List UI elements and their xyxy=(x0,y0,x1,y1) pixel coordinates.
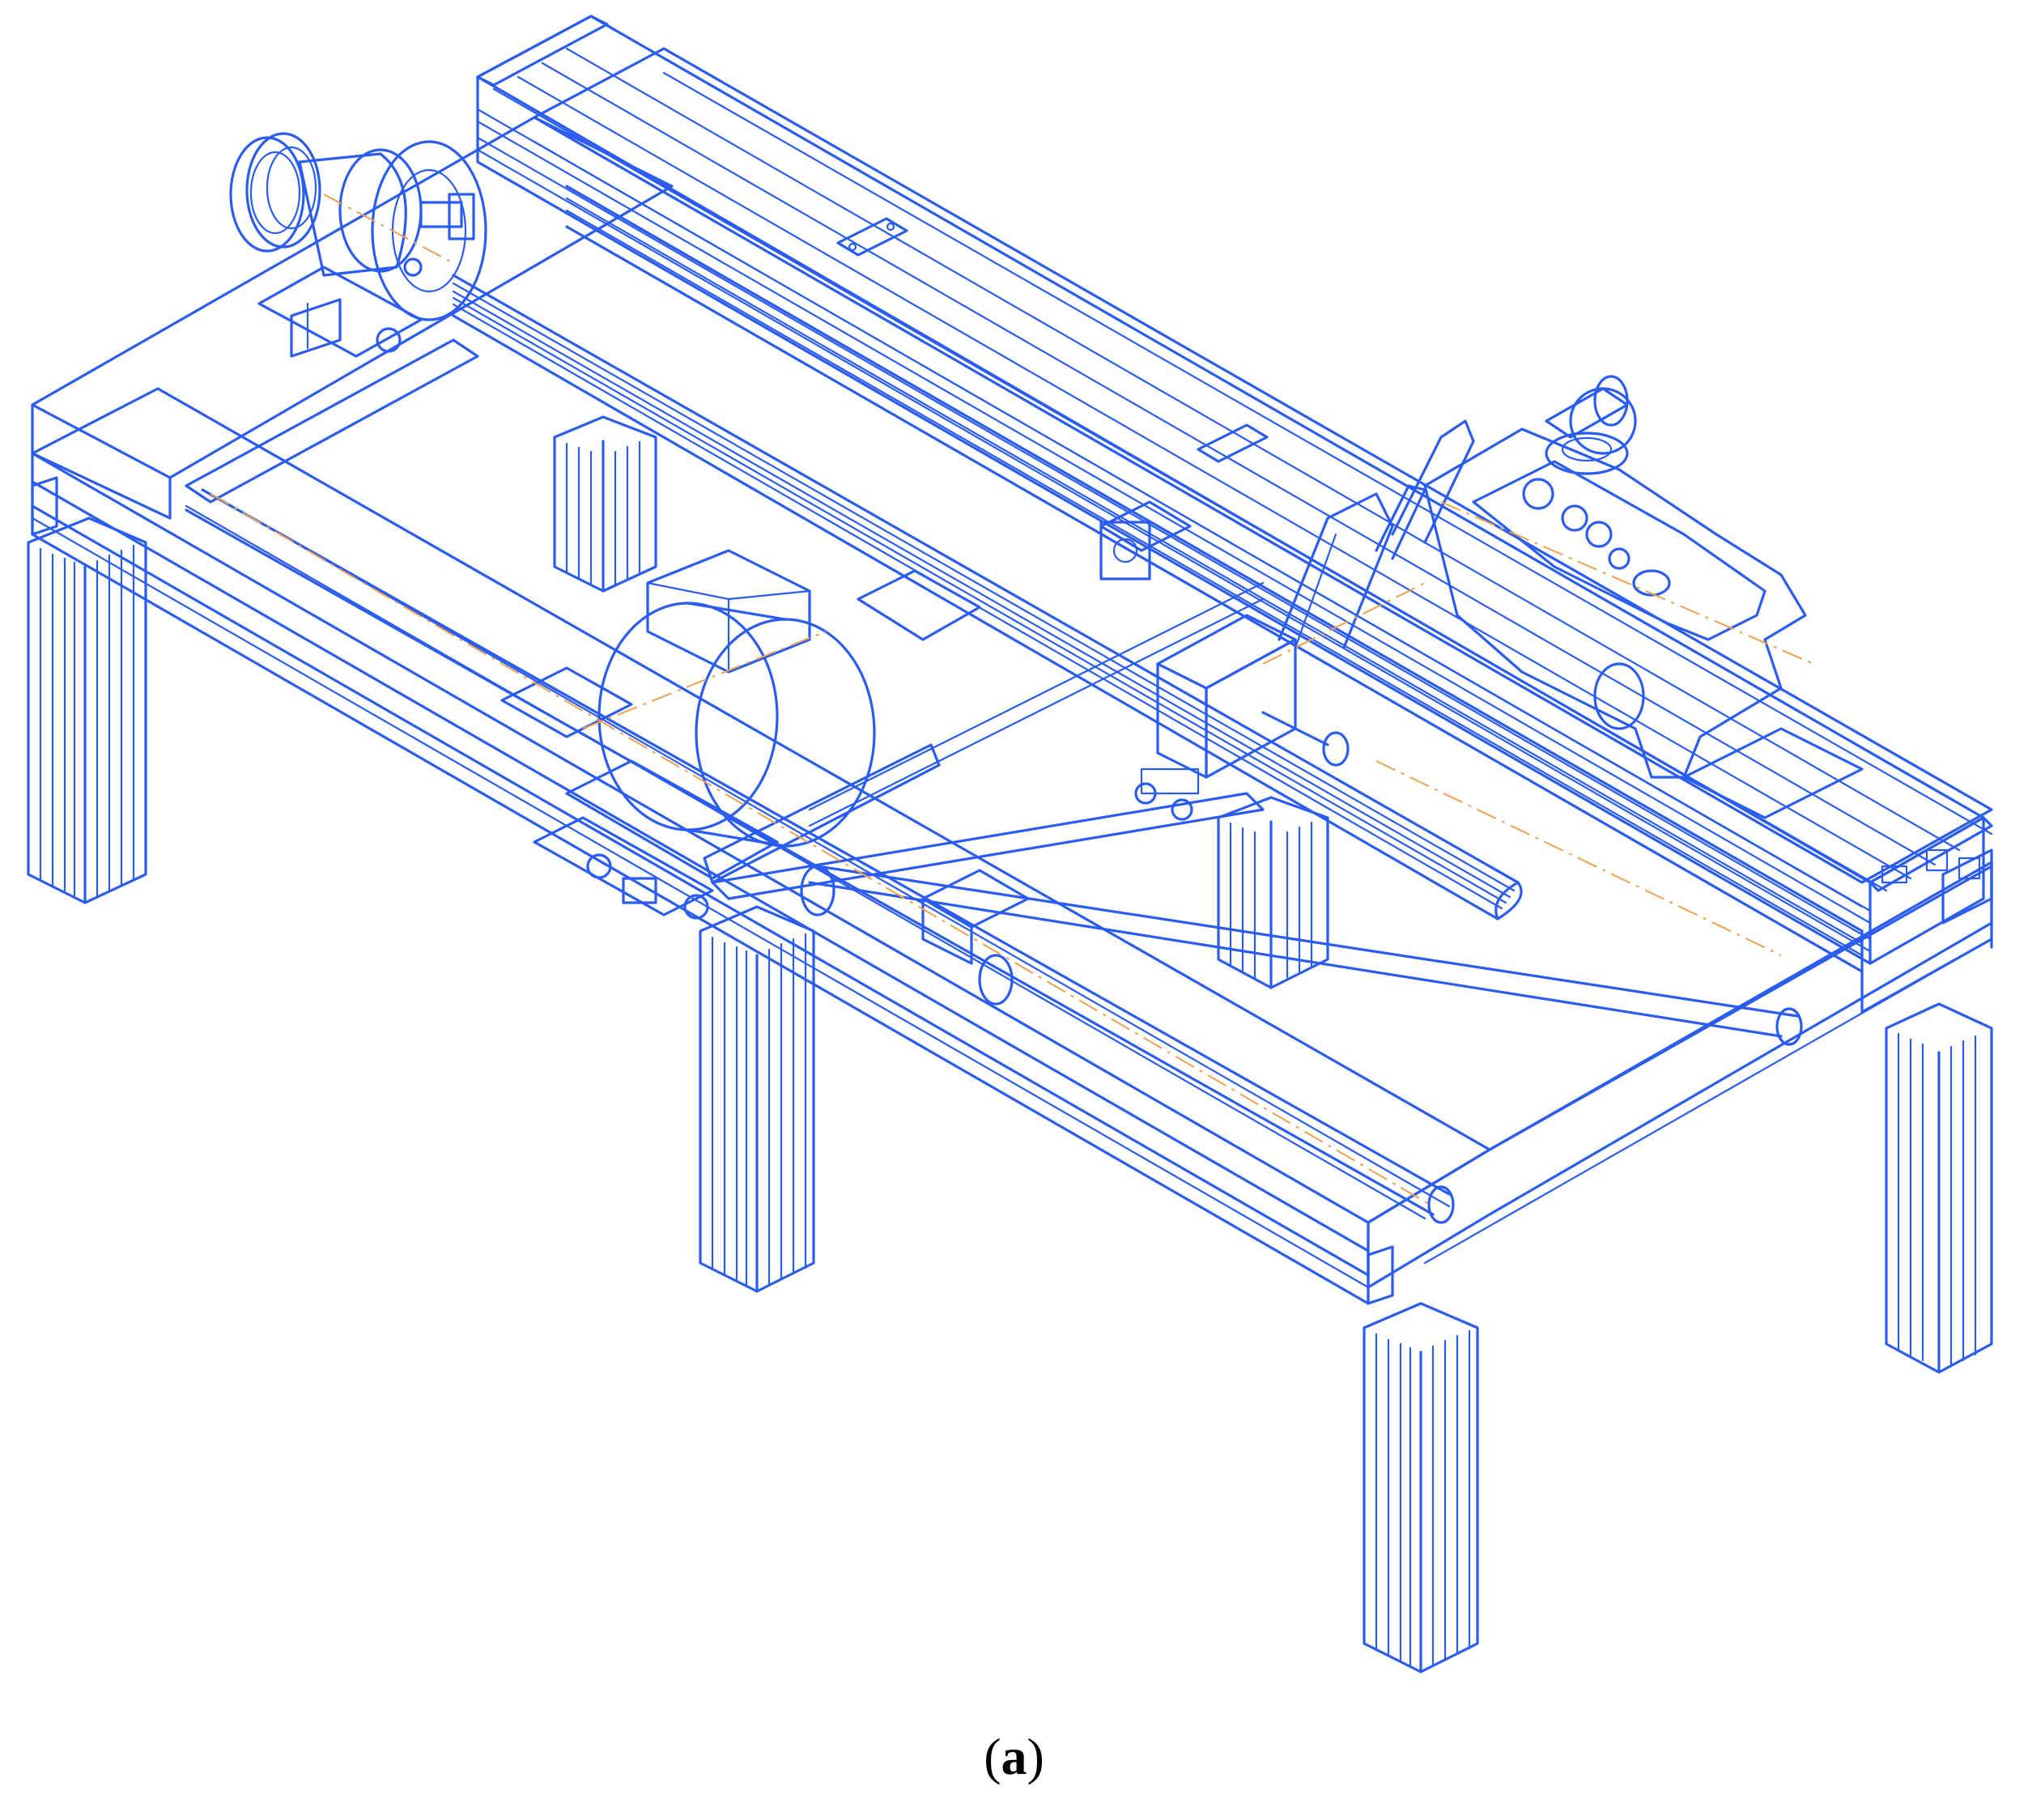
lower-back-extrusion xyxy=(565,185,1993,1014)
leg-back-middle xyxy=(1217,796,1329,989)
leg-back-left xyxy=(553,415,657,593)
caption-open-paren: ( xyxy=(984,1728,1001,1785)
tool-holder xyxy=(1134,492,1394,821)
leg-front-right xyxy=(1363,1302,1479,1673)
drive-motor xyxy=(533,549,876,920)
headstock-assembly xyxy=(229,132,487,358)
caption-close-paren: ) xyxy=(1027,1728,1044,1785)
center-axes xyxy=(210,193,1814,1207)
guide-rods xyxy=(185,488,1803,1224)
caption-label: a xyxy=(1001,1728,1027,1785)
linework xyxy=(27,15,1993,1673)
leg-back-right xyxy=(1885,1002,1993,1374)
table-legs xyxy=(27,415,1993,1673)
leg-front-middle xyxy=(699,905,815,1293)
figure-caption: (a) xyxy=(0,1731,2028,1783)
tailstock-assembly xyxy=(1375,375,1864,819)
long-extrusion-beam xyxy=(476,15,1993,965)
table-top-frame xyxy=(31,47,1993,1305)
corner-brackets xyxy=(31,476,1993,1305)
leg-front-left xyxy=(27,517,147,904)
